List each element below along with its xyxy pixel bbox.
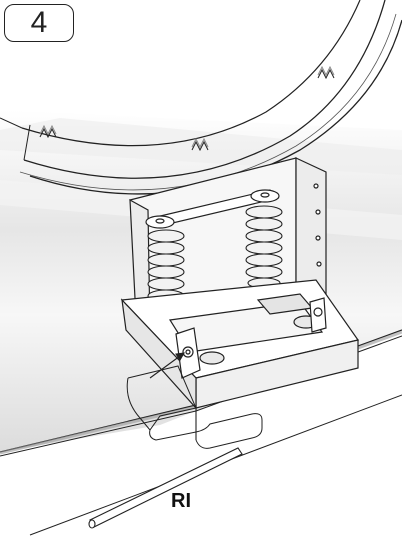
- pointer-arrow: [149, 352, 186, 379]
- ri-rod: [88, 447, 243, 529]
- wave-mark-icon: [39, 124, 57, 139]
- part-label-ri: RI: [171, 490, 191, 512]
- wave-mark-icon: [191, 137, 209, 152]
- clamp-outline: [126, 365, 263, 449]
- ring: [0, 0, 402, 195]
- spring-right: [245, 205, 283, 289]
- wave-mark-icon: [317, 65, 335, 80]
- step-number-badge: 4: [4, 4, 74, 42]
